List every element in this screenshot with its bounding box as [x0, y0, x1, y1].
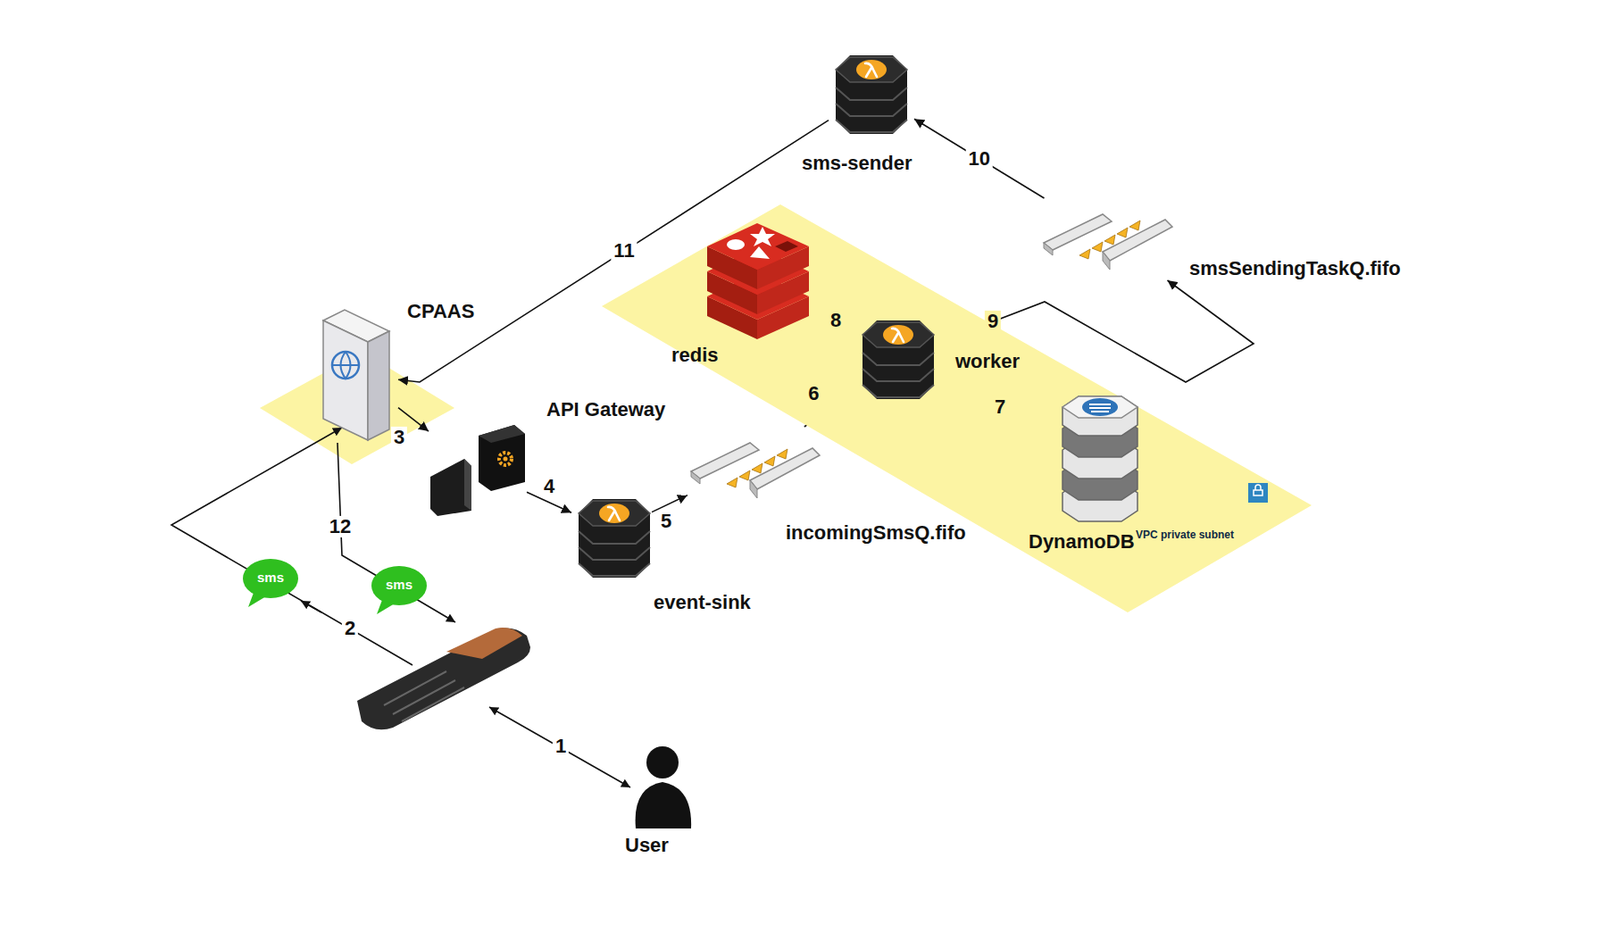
- sms-bubble: [242, 558, 299, 608]
- node-label: API Gateway: [546, 398, 666, 422]
- lambda-icon: [855, 308, 942, 409]
- node-label: User: [625, 833, 669, 858]
- fifo-queue: incomingSmsQ.fifo: [687, 426, 822, 500]
- callout-number: 10: [966, 148, 993, 170]
- connector: [914, 118, 1045, 199]
- user-icon: [632, 742, 695, 829]
- callout-number: 1: [552, 735, 569, 758]
- user-phone-line: [489, 707, 631, 788]
- callout-number: 2: [341, 617, 359, 640]
- node-label: worker: [955, 350, 1020, 374]
- user: User: [632, 742, 695, 829]
- node-label: CPAAS: [407, 300, 475, 324]
- lambda-icon: [571, 486, 652, 576]
- callout-number: 9: [984, 310, 1001, 333]
- node-label: redis: [671, 343, 719, 367]
- callout-number: 4: [541, 475, 558, 498]
- queue-icon: [1040, 198, 1184, 281]
- callout-number: 3: [391, 426, 408, 449]
- callout-number: 11: [610, 240, 637, 262]
- callout-number: 8: [827, 309, 844, 332]
- redis-cache: redis: [700, 214, 817, 333]
- dynamodb-table: DynamoDB: [1058, 389, 1142, 524]
- queue-icon: [687, 426, 822, 500]
- redis-icon: [700, 214, 817, 333]
- lambda-function: sms-sender: [828, 42, 915, 143]
- cpaas-server: CPAAS: [314, 308, 399, 442]
- lambda-function: event-sink: [571, 486, 652, 576]
- lambda-function: worker: [855, 308, 942, 409]
- apigw-icon: [428, 423, 527, 517]
- bubble-text: sms: [383, 577, 416, 593]
- sms-line: [171, 427, 413, 666]
- sms-arrow: [300, 600, 322, 613]
- callout-number: 6: [805, 383, 822, 405]
- dynamo-icon: [1058, 389, 1142, 524]
- callout-number: 12: [326, 516, 354, 538]
- sms-bubble: [371, 566, 427, 615]
- sms-line: [337, 442, 456, 623]
- callout-number: 5: [658, 510, 675, 533]
- callout-number: 7: [991, 396, 1009, 418]
- fifo-queue: smsSendingTaskQ.fifo: [1040, 198, 1184, 281]
- node-label: incomingSmsQ.fifo: [785, 521, 967, 545]
- node-label: smsSendingTaskQ.fifo: [1189, 257, 1401, 281]
- cpaas-icon: [314, 308, 399, 442]
- connector: [651, 495, 688, 513]
- connector: [941, 280, 1254, 383]
- bubble-text: sms: [254, 570, 287, 586]
- node-label: VPC private subnet: [1135, 528, 1234, 542]
- node-label: event-sink: [653, 591, 751, 615]
- lambda-icon: [828, 42, 915, 143]
- node-label: sms-sender: [801, 151, 913, 175]
- phone: [357, 627, 531, 730]
- api-gateway: API Gateway: [428, 423, 527, 517]
- vpc-subnet: VPC private subnet redis workerDynamoDB: [601, 204, 1312, 613]
- node-label: DynamoDB: [1028, 530, 1135, 554]
